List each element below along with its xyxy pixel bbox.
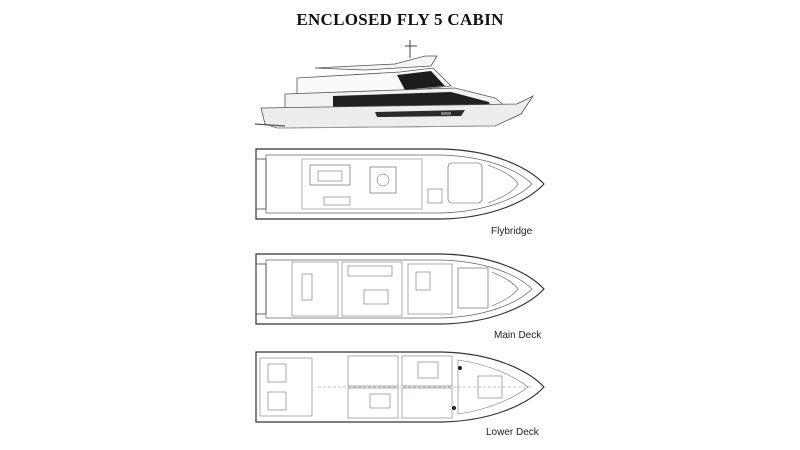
flybridge-plan xyxy=(255,148,545,220)
lower-deck-plan xyxy=(255,351,545,423)
yacht-side-profile xyxy=(255,40,535,129)
main-deck-plan xyxy=(255,253,545,325)
main-deck-label: Main Deck xyxy=(494,330,542,341)
flybridge-label: Flybridge xyxy=(491,226,533,237)
page-title: ENCLOSED FLY 5 CABIN xyxy=(296,10,504,29)
lower-deck-label: Lower Deck xyxy=(486,427,539,438)
